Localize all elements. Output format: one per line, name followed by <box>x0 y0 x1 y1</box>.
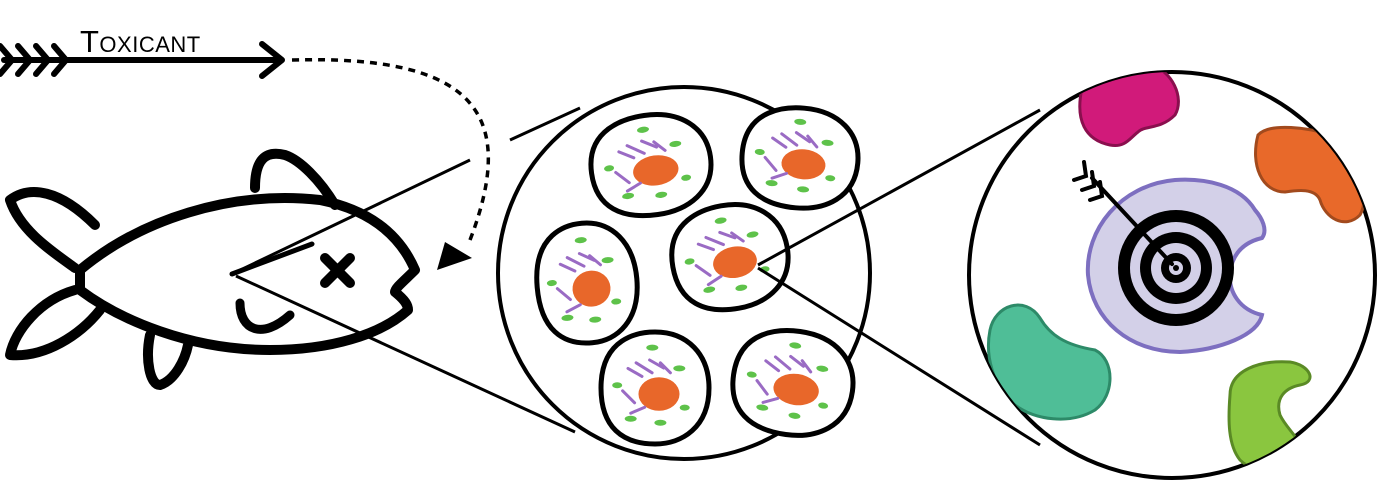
cell-mitochondrion <box>546 280 557 287</box>
cell-mitochondrion <box>754 148 765 155</box>
cell-mitochondrion <box>765 180 778 187</box>
cell-mitochondrion <box>746 231 759 238</box>
cell-mitochondrion <box>622 192 635 200</box>
cell-mitochondrion <box>624 415 637 422</box>
cell-mitochondrion <box>681 174 692 181</box>
cell-mitochondrion <box>654 419 667 426</box>
cell-nucleus <box>781 149 826 180</box>
cell-mitochondrion <box>746 371 757 378</box>
cell-endoplasmic-reticulum <box>755 354 813 404</box>
cell-mitochondrion <box>714 217 727 224</box>
cell-endoplasmic-reticulum <box>555 252 602 314</box>
cell-mitochondrion <box>612 382 623 389</box>
cell-nucleus <box>713 246 757 279</box>
dead-fish-icon <box>5 148 420 390</box>
cell <box>739 105 861 211</box>
cell-mitochondrion <box>735 284 748 291</box>
cell-endoplasmic-reticulum <box>621 358 672 415</box>
cell-mitochondrion <box>574 237 587 244</box>
cell-mitochondrion <box>669 140 682 147</box>
dashed-exposure-arrow <box>291 57 491 270</box>
cell-mitochondrion <box>794 118 807 125</box>
cell-mitochondrion <box>797 186 810 193</box>
cell-mitochondrion <box>673 365 686 372</box>
dead-eye-icon <box>320 253 355 288</box>
cell-mitochondrion <box>825 175 836 182</box>
cell-nucleus <box>638 377 680 411</box>
cell-endoplasmic-reticulum <box>763 131 819 180</box>
cell-mitochondrion <box>611 298 622 305</box>
cell-nucleus <box>572 270 611 307</box>
cell <box>669 202 791 313</box>
cell-nucleus <box>633 155 679 186</box>
cell-mitochondrion <box>816 365 829 372</box>
cell-mitochondrion <box>655 191 668 198</box>
cell-mitochondrion <box>604 165 615 172</box>
cell-mitochondrion <box>589 316 602 323</box>
cell-nucleus <box>773 373 819 406</box>
cell-endoplasmic-reticulum <box>694 230 745 287</box>
cell-mitochondrion <box>561 314 574 321</box>
cell-mitochondrion <box>821 139 834 146</box>
cell-endoplasmic-reticulum <box>614 139 667 193</box>
cell-mitochondrion <box>601 257 614 264</box>
cell-mitochondrion <box>703 286 716 293</box>
cell <box>534 220 640 346</box>
cell-mitochondrion <box>818 402 829 409</box>
cell-mitochondrion <box>788 412 801 419</box>
cell-mitochondrion <box>637 126 649 133</box>
zoom-lines-fish-to-tissue <box>231 106 581 434</box>
toxicant-arrow-icon <box>0 41 285 79</box>
cell <box>598 329 712 447</box>
cell <box>730 328 856 438</box>
cell <box>588 112 714 219</box>
cell-mitochondrion <box>789 342 802 349</box>
toxicant-label: Toxicant <box>80 24 201 59</box>
zoom-lines-cell-to-receptor <box>757 108 1041 447</box>
cell-mitochondrion <box>684 258 695 265</box>
cell-mitochondrion <box>756 404 769 411</box>
cell-mitochondrion <box>646 344 659 351</box>
protein-magenta <box>1078 72 1180 148</box>
cells-group <box>534 105 861 447</box>
cell-mitochondrion <box>679 404 690 411</box>
target-arrow-icon <box>1072 160 1174 266</box>
